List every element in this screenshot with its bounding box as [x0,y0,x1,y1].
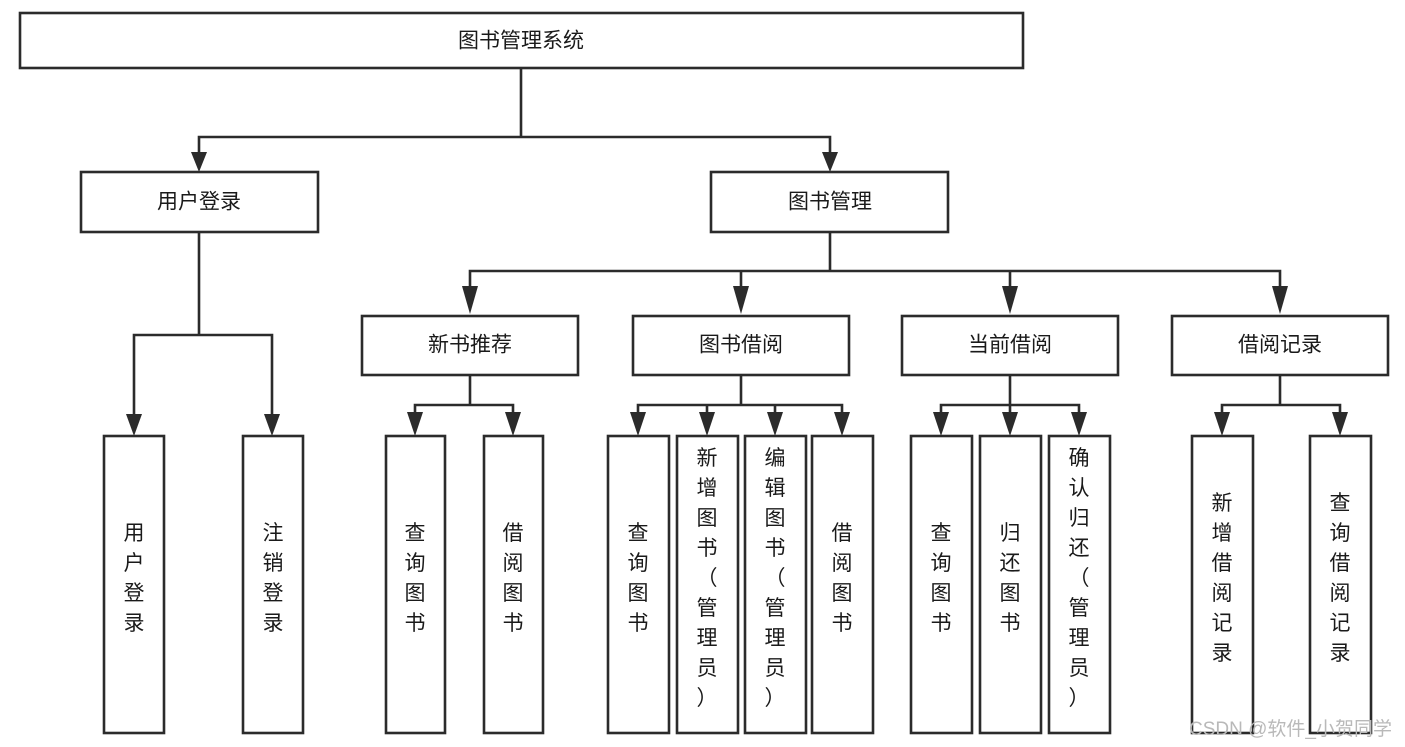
leaf-query-book-1[interactable]: 查询图书 [384,434,447,735]
leaf-logout-label: 注销登录 [263,522,284,635]
node-current-borrow[interactable]: 当前借阅 [900,314,1120,377]
arrow-br-leaf-1 [1214,412,1230,436]
connector-user-login-bus [132,230,274,420]
connector-book-borrow-bus [636,373,844,420]
node-borrow-record-label: 借阅记录 [1238,334,1322,357]
leaf-user-login-label: 用户登录 [124,522,145,635]
leaf-borrow-book-2[interactable]: 借阅图书 [810,434,875,735]
node-new-book-recommend-label: 新书推荐 [428,334,512,357]
leaf-confirm-return[interactable]: 确认归还（管理员） [1047,434,1112,735]
leaf-add-record[interactable]: 新增借阅记录 [1190,434,1255,735]
leaf-query-book-2-label: 查询图书 [628,522,649,635]
leaf-add-book[interactable]: 新增图书（管理员） [675,434,740,735]
leaf-query-book-3-label: 查询图书 [931,522,952,635]
arrow-to-borrow-record [1272,286,1288,314]
connector-borrow-record-bus [1220,373,1342,420]
node-user-login[interactable]: 用户登录 [79,170,320,234]
node-book-borrow-label: 图书借阅 [699,334,783,357]
node-new-book-recommend[interactable]: 新书推荐 [360,314,580,377]
arrow-to-current-borrow [1002,286,1018,314]
leaf-query-book-1-label: 查询图书 [405,522,426,635]
node-current-borrow-label: 当前借阅 [968,334,1052,357]
arrow-to-book-management [822,152,838,172]
arrow-nbr-leaf-1 [407,412,423,436]
leaf-borrow-book-1[interactable]: 借阅图书 [482,434,545,735]
arrow-br-leaf-2 [1332,412,1348,436]
arrow-to-book-borrow [733,286,749,314]
arrow-bb-leaf-3 [767,412,783,436]
node-root-label: 图书管理系统 [458,30,584,53]
arrow-nbr-leaf-2 [505,412,521,436]
connector-new-book-recommend-bus [413,373,515,420]
leaf-add-record-label: 新增借阅记录 [1212,492,1233,665]
arrow-to-new-book-recommend [462,286,478,314]
leaf-borrow-book-2-label: 借阅图书 [832,522,853,635]
connector-layer [126,66,1348,436]
leaf-query-record-label: 查询借阅记录 [1330,492,1351,665]
node-book-borrow[interactable]: 图书借阅 [631,314,851,377]
leaf-add-book-label: 新增图书（管理员） [697,447,718,710]
leaf-edit-book[interactable]: 编辑图书（管理员） [743,434,808,735]
connector-book-management-bus [468,230,1282,291]
leaf-borrow-book-1-label: 借阅图书 [503,522,524,635]
arrow-bb-leaf-2 [699,412,715,436]
leaf-query-book-2[interactable]: 查询图书 [606,434,671,735]
arrow-to-leaf-user-login [126,414,142,436]
leaf-query-record[interactable]: 查询借阅记录 [1308,434,1373,735]
leaf-edit-book-label: 编辑图书（管理员） [765,447,786,710]
leaf-query-book-3[interactable]: 查询图书 [909,434,974,735]
connector-current-borrow-bus [939,373,1081,420]
node-book-management-label: 图书管理 [788,191,872,214]
arrow-cb-leaf-3 [1071,412,1087,436]
arrow-bb-leaf-4 [834,412,850,436]
node-book-management[interactable]: 图书管理 [709,170,950,234]
leaf-return-book[interactable]: 归还图书 [978,434,1043,735]
leaf-confirm-return-label: 确认归还（管理员） [1069,447,1090,710]
arrow-to-user-login [191,152,207,172]
leaf-user-login[interactable]: 用户登录 [102,434,166,735]
connector-root-bus [197,66,832,157]
node-borrow-record[interactable]: 借阅记录 [1170,314,1390,377]
arrow-cb-leaf-1 [933,412,949,436]
watermark: CSDN @软件_小贺同学 [1189,718,1392,740]
arrow-to-leaf-logout [264,414,280,436]
leaf-return-book-label: 归还图书 [1000,522,1021,635]
arrow-cb-leaf-2 [1002,412,1018,436]
arrow-bb-leaf-1 [630,412,646,436]
node-root[interactable]: 图书管理系统 [18,11,1025,70]
node-user-login-label: 用户登录 [157,191,241,214]
leaf-logout[interactable]: 注销登录 [241,434,305,735]
